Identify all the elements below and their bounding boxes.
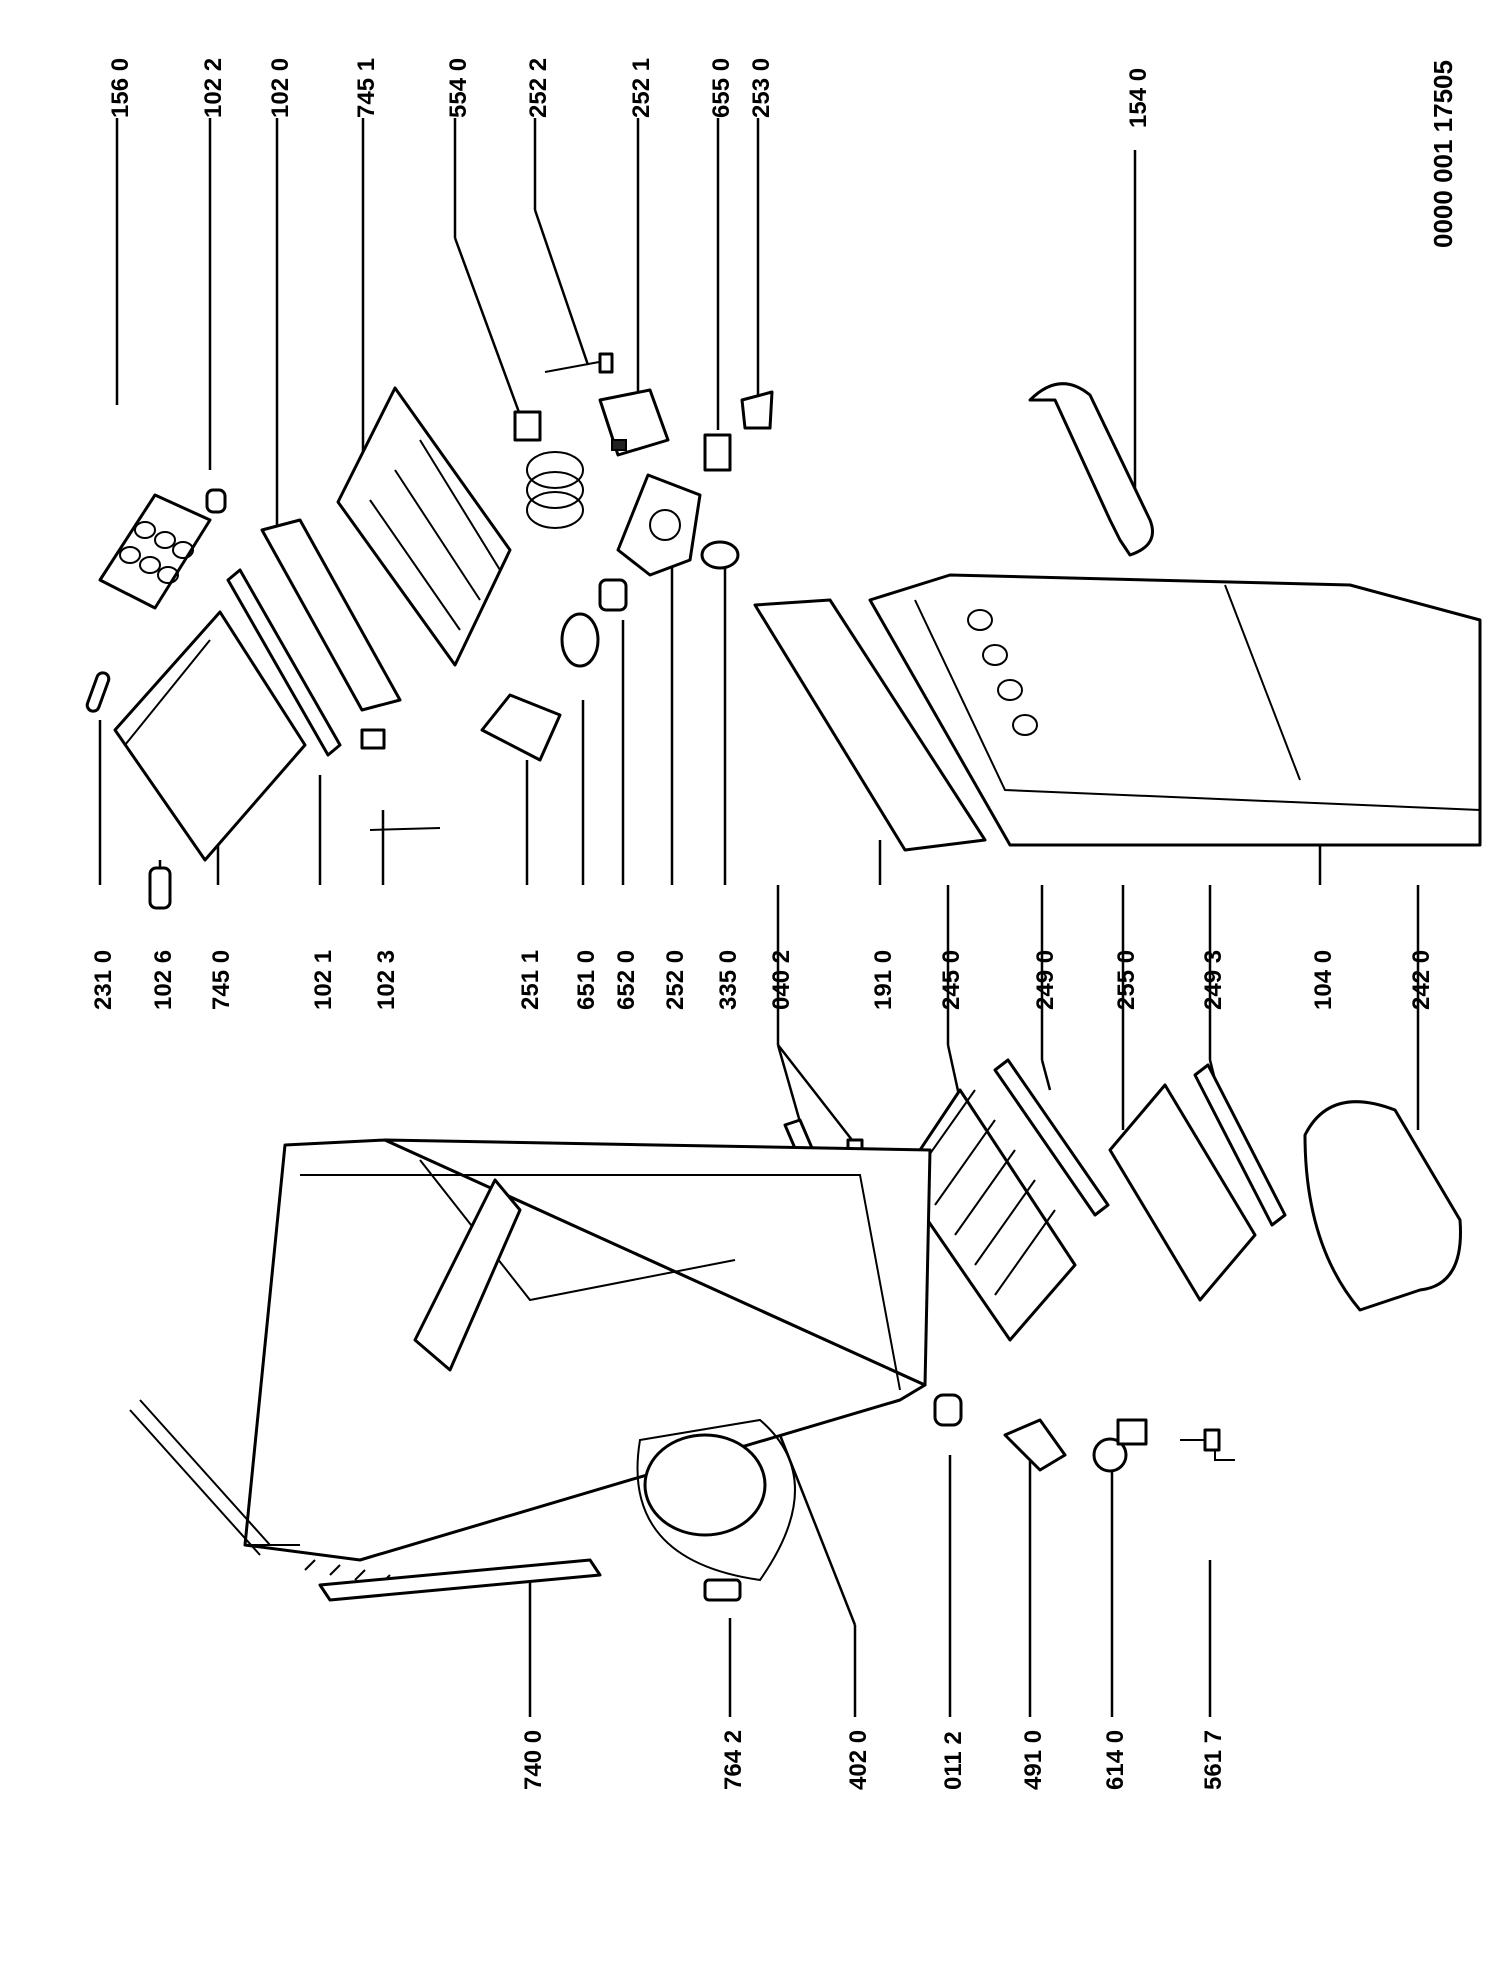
door-liner bbox=[868, 573, 1482, 847]
callout-253-0: 253 0 bbox=[748, 58, 775, 118]
callout-764-2: 764 2 bbox=[720, 1730, 747, 1790]
callout-651-0: 651 0 bbox=[573, 950, 600, 1010]
callout-040-2: 040 2 bbox=[768, 950, 795, 1010]
callout-156-0: 156 0 bbox=[107, 58, 134, 118]
callout-102-3: 102 3 bbox=[373, 950, 400, 1010]
drain-tube bbox=[703, 1578, 742, 1602]
callout-104-0: 104 0 bbox=[1310, 950, 1337, 1010]
callout-102-0: 102 0 bbox=[267, 58, 294, 118]
callout-249-0: 249 0 bbox=[1032, 950, 1059, 1010]
leveling-foot bbox=[933, 1393, 963, 1427]
lamp-switch bbox=[703, 433, 732, 472]
thermostat-bracket bbox=[598, 388, 670, 457]
heater-coil bbox=[513, 410, 584, 529]
freezer-tray bbox=[336, 386, 512, 667]
bracket bbox=[360, 728, 441, 831]
thermostat-knob bbox=[85, 671, 111, 713]
callout-255-0: 255 0 bbox=[1113, 950, 1140, 1010]
bottom-leaders bbox=[528, 1434, 1212, 1717]
callout-655-0: 655 0 bbox=[708, 58, 735, 118]
door-strip bbox=[753, 598, 987, 852]
frame-strip bbox=[226, 568, 342, 757]
cabinet-body bbox=[129, 1138, 932, 1602]
callout-745-0: 745 0 bbox=[208, 950, 235, 1010]
callout-614-0: 614 0 bbox=[1102, 1730, 1129, 1790]
callout-252-0: 252 0 bbox=[662, 950, 689, 1010]
glass-shelf bbox=[1108, 1083, 1257, 1302]
callout-011-2: 011 2 bbox=[940, 1731, 967, 1790]
freezer-flap bbox=[260, 518, 402, 712]
callout-154-0: 154 0 bbox=[1125, 68, 1152, 128]
callout-249-3: 249 3 bbox=[1200, 950, 1227, 1010]
wire-shelf bbox=[898, 1088, 1077, 1342]
callout-561-7: 561 7 bbox=[1200, 1730, 1227, 1790]
callout-652-0: 652 0 bbox=[613, 950, 640, 1010]
thermostat-dial bbox=[700, 540, 740, 570]
lamp-bulb bbox=[560, 612, 600, 668]
callout-740-0: 740 0 bbox=[520, 1730, 547, 1790]
callout-335-0: 335 0 bbox=[715, 950, 742, 1010]
lamp-socket bbox=[598, 578, 628, 612]
relay-cover bbox=[1003, 1418, 1067, 1472]
lamp-cover bbox=[480, 693, 562, 762]
evaporator-cover bbox=[113, 610, 307, 862]
door-handle bbox=[1028, 382, 1154, 557]
callout-251-1: 251 1 bbox=[517, 950, 544, 1010]
callout-252-2: 252 2 bbox=[525, 58, 552, 118]
callout-245-0: 245 0 bbox=[938, 950, 965, 1010]
callout-102-2: 102 2 bbox=[200, 58, 227, 118]
shelf-rail-lower bbox=[1193, 1063, 1287, 1227]
callout-252-1: 252 1 bbox=[628, 58, 655, 118]
callout-231-0: 231 0 bbox=[90, 950, 117, 1010]
start-relay bbox=[1092, 1418, 1148, 1473]
callout-191-0: 191 0 bbox=[870, 950, 897, 1010]
callout-102-6: 102 6 bbox=[150, 950, 177, 1010]
callout-242-0: 242 0 bbox=[1408, 950, 1435, 1010]
callout-554-0: 554 0 bbox=[445, 58, 472, 118]
control-knob bbox=[740, 390, 774, 430]
overload-protector bbox=[1180, 1428, 1235, 1461]
callout-745-1: 745 1 bbox=[353, 58, 380, 118]
thermostat-housing bbox=[616, 473, 702, 577]
top-leaders bbox=[115, 118, 1137, 525]
lamp-holder bbox=[148, 866, 172, 910]
ice-tray bbox=[98, 493, 212, 610]
callout-402-0: 402 0 bbox=[845, 1730, 872, 1790]
control-rod bbox=[544, 352, 614, 374]
callout-102-1: 102 1 bbox=[310, 950, 337, 1010]
crisper-drawer bbox=[1303, 1100, 1462, 1312]
document-id: 0000 001 17505 bbox=[1428, 60, 1458, 248]
shelf-rail-upper bbox=[993, 1058, 1110, 1217]
small-plug bbox=[205, 488, 227, 514]
callout-491-0: 491 0 bbox=[1020, 1730, 1047, 1790]
